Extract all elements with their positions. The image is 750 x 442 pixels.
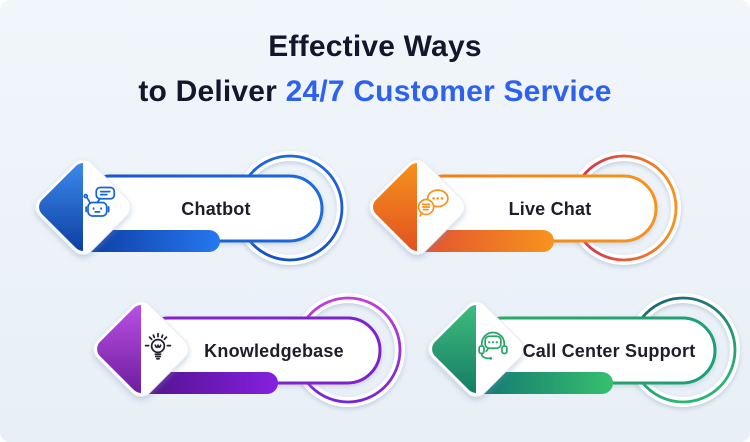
title-line1: Effective Ways — [268, 30, 482, 63]
title-line2: to Deliver 24/7 Customer Service — [0, 69, 750, 114]
headset-support-icon — [478, 331, 508, 360]
diamond-color-half — [432, 305, 476, 393]
item-label: Knowledgebase — [204, 341, 344, 361]
lightbulb-icon — [144, 332, 172, 360]
diamond-color-half — [373, 163, 417, 251]
title-line2-highlight: 24/7 Customer Service — [285, 75, 612, 108]
diamond-color-half — [39, 163, 83, 251]
item-label: Live Chat — [509, 199, 592, 219]
item-chatbot-graphic: Chatbot — [35, 151, 347, 265]
accent-bar — [424, 230, 554, 252]
item-call-center-graphic: Call Center Support — [428, 293, 740, 407]
item-live-chat-graphic: Live Chat — [369, 151, 681, 265]
item-live-chat: Live Chat — [354, 145, 689, 277]
infographic-title: Effective Ways to Deliver 24/7 Customer … — [0, 24, 750, 114]
item-label: Call Center Support — [523, 341, 696, 361]
item-label: Chatbot — [181, 199, 250, 219]
item-knowledgebase-graphic: Knowledgebase — [93, 293, 405, 407]
item-call-center-support: Call Center Support — [413, 287, 748, 419]
diamond-color-half — [97, 305, 141, 393]
item-knowledgebase: Knowledgebase — [78, 287, 413, 419]
chat-bubbles-icon — [417, 189, 449, 217]
title-line2-prefix: to Deliver — [138, 75, 286, 108]
accent-bar — [483, 372, 613, 394]
accent-bar — [90, 230, 220, 252]
item-chatbot: Chatbot — [20, 145, 355, 277]
robot-chatbot-icon — [83, 186, 116, 217]
accent-bar — [148, 372, 278, 394]
